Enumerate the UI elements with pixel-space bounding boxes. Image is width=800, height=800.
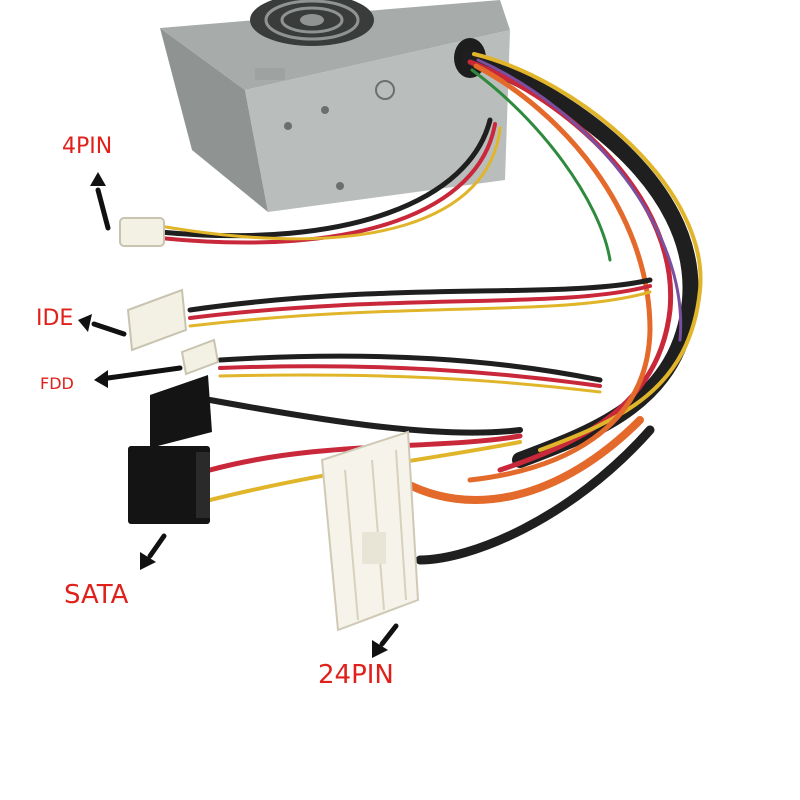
label-sata: SATA <box>64 580 129 610</box>
connector-ide <box>126 288 188 352</box>
connector-4pin <box>119 217 165 247</box>
fan-grill <box>250 0 374 46</box>
arrow-fdd <box>94 365 183 388</box>
pointer-arrows <box>78 172 399 658</box>
connector-sata <box>128 375 212 524</box>
label-ide: IDE <box>36 306 74 331</box>
arrow-4pin <box>90 172 111 231</box>
psu-unit <box>160 0 510 212</box>
arrow-sata <box>140 533 167 570</box>
label-fdd: FDD <box>40 374 74 393</box>
label-4pin: 4PIN <box>62 134 113 159</box>
connector-24pin <box>320 430 420 632</box>
arrow-ide <box>78 314 127 337</box>
connector-fdd <box>180 338 220 376</box>
arrow-24pin <box>372 623 399 658</box>
label-24pin: 24PIN <box>318 660 394 690</box>
